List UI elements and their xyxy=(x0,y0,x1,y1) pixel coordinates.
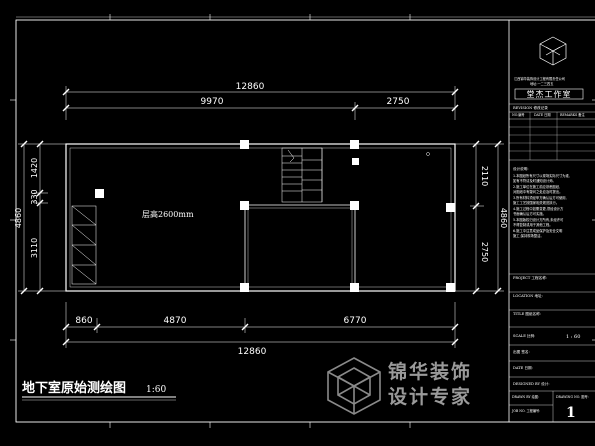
column xyxy=(240,140,249,149)
drawing-no-label: DRAWING NO. 图号: xyxy=(556,394,589,399)
note-line: 对图纸中有疑问之处应及时提出。 xyxy=(513,189,562,194)
rev-remarks-label: REMARKS 备注 xyxy=(560,112,585,117)
company-logo-icon xyxy=(539,36,567,66)
note-line: 4.施工过程中如需变更,须经设计方 xyxy=(513,206,564,211)
drawn-label: 出图 签名: xyxy=(513,349,530,354)
date-label: DATE 日期: xyxy=(513,365,533,370)
drawing-title: 地下室原始测绘图 xyxy=(22,380,126,396)
column xyxy=(446,283,455,292)
dim-right-overall: 4860 xyxy=(499,208,508,228)
dim-top-right: 2750 xyxy=(387,97,410,107)
staircase xyxy=(281,147,323,203)
dim-right-top: 2110 xyxy=(480,166,489,186)
company-name-line2: 地址:一二三四五 xyxy=(530,81,554,86)
dim-top-overall: 12860 xyxy=(236,82,265,92)
notes-list: 1.本图纸所有尺寸以现场实际尺寸为准, 如有不符请及时通知设计师。 2.施工单位… xyxy=(513,173,570,238)
watermark-line1: 锦华装饰 xyxy=(388,360,472,383)
dim-right-bottom: 2750 xyxy=(480,242,489,262)
studio-logo-box xyxy=(514,88,584,100)
dim-bottom-left: 860 xyxy=(75,316,92,326)
dim-top-left: 9970 xyxy=(201,97,224,107)
frame-ticks xyxy=(10,14,595,428)
scale-value: 1 : 60 xyxy=(566,334,580,340)
column xyxy=(446,203,455,212)
rev-no-label: NO.编号 xyxy=(512,112,525,117)
floor-plan: 层高2600mm xyxy=(65,140,456,292)
dim-left-top: 1420 xyxy=(30,158,39,178)
sheet-number: 1 xyxy=(566,405,576,421)
dim-bottom-right: 6770 xyxy=(344,316,367,326)
watermark-logo-icon xyxy=(327,357,381,415)
rev-date-label: DATE 日期 xyxy=(534,112,551,117)
outer-wall-inner xyxy=(69,147,452,288)
pipe-marker xyxy=(426,152,430,156)
outer-wall xyxy=(65,143,456,292)
note-line: 施工工艺按国家相关规范执行。 xyxy=(513,200,559,205)
location-label: LOCATION 地址: xyxy=(513,293,543,298)
watermark-line2: 设计专家 xyxy=(388,385,472,408)
dim-bottom-mid: 4870 xyxy=(164,316,187,326)
dim-left-bottom: 3110 xyxy=(30,238,39,258)
column xyxy=(240,201,249,210)
note-line: 施工,保持现场整洁。 xyxy=(513,233,544,238)
note-line: 5.本图版权归设计方所有,未经许可 xyxy=(513,217,564,222)
note-line: 1.本图纸所有尺寸以现场实际尺寸为准, xyxy=(513,173,570,178)
note-line: 如有不符请及时通知设计师。 xyxy=(513,178,556,183)
note-line: 3.所有材料须经甲方确认后方可使用, xyxy=(513,195,567,200)
column xyxy=(95,189,104,198)
drawing-scale: 1:60 xyxy=(146,385,166,395)
column xyxy=(350,201,359,210)
column xyxy=(240,283,249,292)
note-line: 6.施工中注意成品保护及安全文明 xyxy=(513,228,563,233)
note-line: 2.施工单位在施工前应熟悉图纸, xyxy=(513,184,560,189)
dim-left-overall: 4860 xyxy=(14,208,23,228)
dim-left-mid: 330 xyxy=(30,189,39,204)
scale-label: SCALE 比例: xyxy=(513,333,535,338)
watermark: 锦华装饰 设计专家 xyxy=(327,357,472,415)
company-name-line1: 江西锦华装饰设计工程有限责任公司 xyxy=(514,76,565,81)
studio-logo-text: 堂杰工作室 xyxy=(527,89,572,99)
columns xyxy=(95,140,455,292)
job-no-label: JOB NO. 工程编号: xyxy=(511,408,540,413)
title-block: 江西锦华装饰设计工程有限责任公司 地址:一二三四五 堂杰工作室 REVISION… xyxy=(508,19,595,423)
designed-label: DESIGNED BY 设计: xyxy=(513,381,550,386)
room-height-label: 层高2600mm xyxy=(142,209,194,219)
notes-title: 设计说明: xyxy=(513,166,529,171)
cabinet xyxy=(71,205,97,285)
note-line: 不得复制或用于其他工程。 xyxy=(513,222,553,227)
revision-label: REVISION 修改记录 xyxy=(513,105,548,110)
dimension-ticks xyxy=(20,88,502,346)
column xyxy=(350,283,359,292)
title-label: TITLE 图纸名称: xyxy=(513,311,541,316)
dimension-lines xyxy=(18,86,504,348)
column xyxy=(352,158,359,165)
column xyxy=(350,140,359,149)
note-line: 书面确认后方可实施。 xyxy=(513,211,546,216)
project-label: PROJECT 工程名称: xyxy=(513,275,547,280)
dim-bottom-overall: 12860 xyxy=(238,347,267,357)
drawn-by-label: DRAWN BY 绘图: xyxy=(512,394,539,399)
